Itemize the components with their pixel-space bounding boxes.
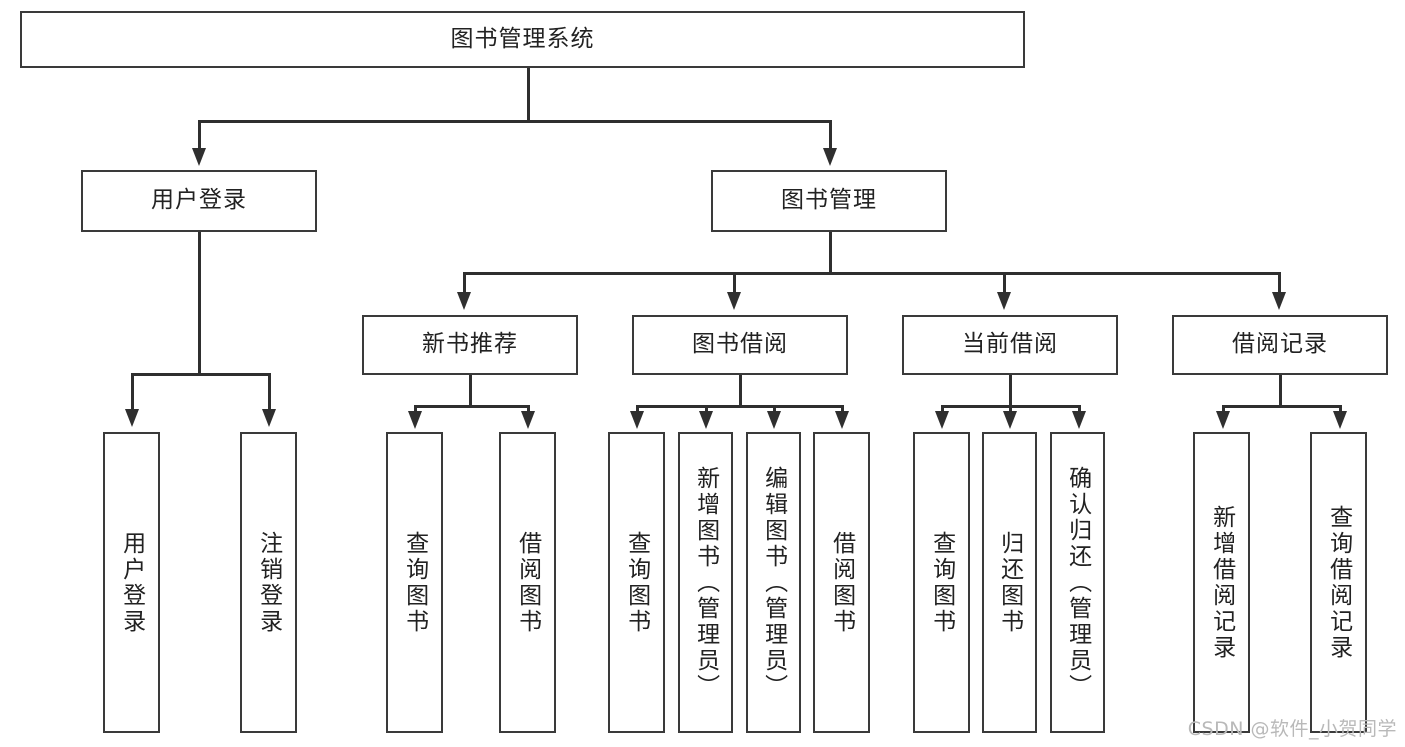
edge-bm-to-book-borrow — [733, 272, 736, 294]
node-label: 查询图书 — [401, 530, 428, 635]
arrow-to-leaf-query-book-3 — [935, 411, 949, 429]
node-label: 当前借阅 — [962, 331, 1058, 358]
edge-cb-to-leaf-3 — [1078, 405, 1081, 413]
edge-cb-to-leaf-1 — [941, 405, 944, 413]
edge-newbook-stem — [469, 375, 472, 405]
leaf-query-book-current[interactable]: 查询图书 — [913, 432, 970, 733]
arrow-to-leaf-query-book-2 — [630, 411, 644, 429]
node-label: 查询图书 — [928, 530, 955, 635]
arrow-to-user-login — [192, 148, 206, 166]
arrow-to-leaf-return-book — [1003, 411, 1017, 429]
edge-root-bus — [198, 120, 831, 123]
leaf-add-borrow-record[interactable]: 新增借阅记录 — [1193, 432, 1250, 733]
arrow-to-leaf-edit-book — [767, 411, 781, 429]
node-user-login[interactable]: 用户登录 — [81, 170, 317, 232]
edge-bb-to-leaf-2 — [705, 405, 708, 413]
arrow-to-new-books — [457, 292, 471, 310]
node-borrow-records[interactable]: 借阅记录 — [1172, 315, 1388, 375]
node-book-management[interactable]: 图书管理 — [711, 170, 947, 232]
edge-br-to-leaf-2 — [1339, 405, 1342, 413]
arrow-to-book-borrow — [727, 292, 741, 310]
watermark-text: CSDN @软件_小贺同学 — [1187, 718, 1397, 740]
leaf-borrow-book[interactable]: 借阅图书 — [813, 432, 870, 733]
node-label: 查询借阅记录 — [1325, 504, 1352, 661]
edge-bb-to-leaf-3 — [773, 405, 776, 413]
node-label: 借阅记录 — [1232, 331, 1328, 358]
leaf-user-login[interactable]: 用户登录 — [103, 432, 160, 733]
edge-user-login-stem — [198, 232, 201, 373]
arrow-to-leaf-add-book — [699, 411, 713, 429]
leaf-edit-book-admin[interactable]: 编辑图书（管理员） — [746, 432, 801, 733]
node-book-borrow[interactable]: 图书借阅 — [632, 315, 848, 375]
node-label: 新增图书（管理员） — [692, 465, 719, 700]
arrow-to-current-borrow — [997, 292, 1011, 310]
edge-newbook-to-leaf-1 — [414, 405, 417, 413]
edge-bb-to-leaf-1 — [636, 405, 639, 413]
edge-root-to-user-login — [198, 120, 201, 150]
node-current-borrow[interactable]: 当前借阅 — [902, 315, 1118, 375]
arrow-to-leaf-borrow-book-1 — [521, 411, 535, 429]
arrow-to-leaf-query-record — [1333, 411, 1347, 429]
arrow-to-borrow-records — [1272, 292, 1286, 310]
arrow-to-leaf-confirm-return — [1072, 411, 1086, 429]
edge-bookborrow-stem — [739, 375, 742, 405]
edge-book-mgmt-bus — [463, 272, 1280, 275]
edge-bookborrow-bus — [636, 405, 843, 408]
leaf-confirm-return-admin[interactable]: 确认归还（管理员） — [1050, 432, 1105, 733]
edge-borrowrecords-bus — [1222, 405, 1339, 408]
edge-user-login-to-leaf-2 — [268, 373, 271, 411]
leaf-add-book-admin[interactable]: 新增图书（管理员） — [678, 432, 733, 733]
node-label: 归还图书 — [996, 530, 1023, 635]
leaf-query-book-borrow[interactable]: 查询图书 — [608, 432, 665, 733]
edge-bm-to-borrow-records — [1278, 272, 1281, 294]
node-label: 图书管理系统 — [450, 25, 595, 52]
arrow-to-leaf-user-login — [125, 409, 139, 427]
edge-user-login-bus — [131, 373, 268, 376]
node-new-book-recommend[interactable]: 新书推荐 — [362, 315, 578, 375]
edge-bm-to-current-borrow — [1003, 272, 1006, 294]
leaf-query-borrow-record[interactable]: 查询借阅记录 — [1310, 432, 1367, 733]
node-label: 图书管理 — [781, 187, 877, 214]
edge-newbook-bus — [414, 405, 527, 408]
leaf-query-book-recommend[interactable]: 查询图书 — [386, 432, 443, 733]
leaf-logout[interactable]: 注销登录 — [240, 432, 297, 733]
node-label: 查询图书 — [623, 530, 650, 635]
node-label: 注销登录 — [255, 530, 282, 635]
node-label: 借阅图书 — [514, 530, 541, 635]
node-label: 图书借阅 — [692, 331, 788, 358]
edge-bm-to-new-books — [463, 272, 466, 294]
arrow-to-leaf-add-record — [1216, 411, 1230, 429]
node-label: 用户登录 — [118, 530, 145, 635]
edge-bb-to-leaf-4 — [841, 405, 844, 413]
leaf-borrow-book-recommend[interactable]: 借阅图书 — [499, 432, 556, 733]
edge-currentborrow-stem — [1009, 375, 1012, 405]
edge-borrowrecords-stem — [1279, 375, 1282, 405]
arrow-to-leaf-logout — [262, 409, 276, 427]
arrow-to-leaf-borrow-book-2 — [835, 411, 849, 429]
edge-book-mgmt-stem — [829, 232, 832, 272]
edge-root-to-book-mgmt — [829, 120, 832, 150]
node-root-system[interactable]: 图书管理系统 — [20, 11, 1025, 68]
node-label: 编辑图书（管理员） — [760, 465, 787, 700]
node-label: 新书推荐 — [422, 331, 518, 358]
edge-br-to-leaf-1 — [1222, 405, 1225, 413]
edge-root-stem — [527, 68, 530, 120]
arrow-to-book-mgmt — [823, 148, 837, 166]
edge-newbook-to-leaf-2 — [527, 405, 530, 413]
node-label: 确认归还（管理员） — [1064, 465, 1091, 700]
arrow-to-leaf-query-book-1 — [408, 411, 422, 429]
node-label: 新增借阅记录 — [1208, 504, 1235, 661]
node-label: 借阅图书 — [828, 530, 855, 635]
node-label: 用户登录 — [151, 187, 247, 214]
leaf-return-book[interactable]: 归还图书 — [982, 432, 1037, 733]
edge-user-login-to-leaf-1 — [131, 373, 134, 411]
edge-cb-to-leaf-2 — [1009, 405, 1012, 413]
